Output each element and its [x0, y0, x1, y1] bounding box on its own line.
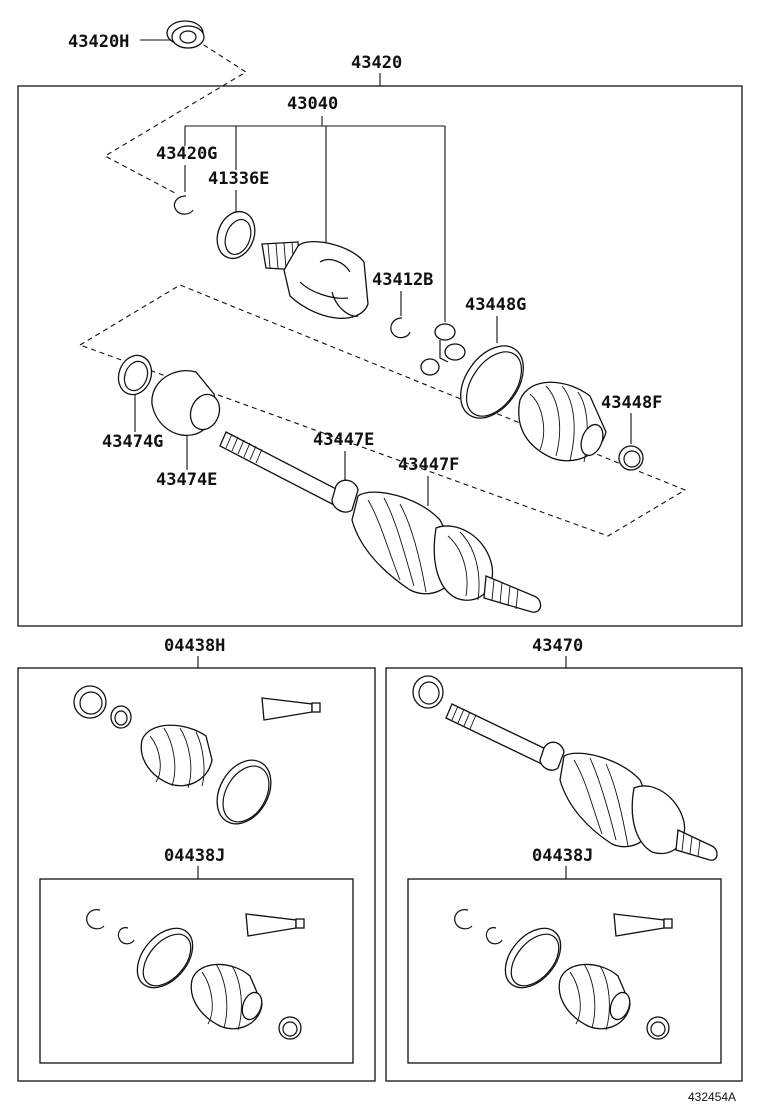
kit-j-right-snap-ring-1 [454, 909, 473, 930]
kit-j-right-clamp-small [646, 1016, 670, 1040]
label-04438h: 04438H [164, 636, 225, 656]
boot-kit-04438j-left-frame [39, 878, 354, 1064]
label-43474g: 43474G [102, 432, 163, 452]
label-43470: 43470 [532, 636, 583, 656]
outer-shaft-43470-frame [385, 667, 743, 1082]
label-43420g: 43420G [156, 144, 217, 164]
label-41336e: 41336E [208, 169, 269, 189]
seal-41336e [216, 210, 256, 260]
label-04438j-left: 04438J [164, 846, 225, 866]
clamp-43474g [117, 354, 153, 396]
kit-j-right-boot [558, 963, 631, 1031]
outer-shaft-43470-clamp [412, 675, 444, 709]
boot-kit-04438j-right-frame [407, 878, 722, 1064]
kit-h-boot [140, 724, 213, 789]
boot-inner [518, 381, 607, 463]
label-43420h: 43420H [68, 32, 129, 52]
kit-j-left-boot [190, 963, 263, 1031]
tripod-joint [420, 323, 466, 376]
kit-j-left-grease-tube [245, 913, 305, 937]
reference-code: 432454A [688, 1090, 736, 1104]
snap-ring-43420g [173, 195, 194, 215]
label-43474e: 43474E [156, 470, 217, 490]
kit-h-clamp-small [110, 705, 132, 729]
label-43420: 43420 [351, 53, 402, 73]
inner-tulip-housing [261, 241, 369, 319]
boot-kit-04438h-frame [17, 667, 376, 1082]
label-43412b: 43412B [372, 270, 433, 290]
kit-j-left-snap-ring-1 [86, 909, 105, 930]
clamp-43448f [618, 445, 644, 471]
outer-shaft-43470 [445, 703, 718, 861]
kit-h-clamp-ring [216, 759, 272, 825]
kit-j-left-snap-ring-2 [117, 927, 135, 945]
label-43448f: 43448F [601, 393, 662, 413]
dashed-guides [79, 39, 687, 537]
label-43447f: 43447F [398, 455, 459, 475]
label-04438j-right: 04438J [532, 846, 593, 866]
clamp-43448g [460, 345, 524, 419]
boot-43474e [151, 370, 221, 436]
kit-j-right-snap-ring-2 [485, 927, 503, 945]
label-43448g: 43448G [465, 295, 526, 315]
dust-seal-43420h [166, 20, 205, 49]
kit-j-left-clamp-ring [136, 927, 194, 989]
kit-j-left-clamp-small [278, 1016, 302, 1040]
kit-j-right-clamp-ring [504, 927, 562, 989]
leader-lines [134, 39, 632, 879]
kit-h-clamp-large [73, 685, 107, 719]
snap-ring-43412b [390, 317, 411, 339]
drive-shaft-main [219, 431, 542, 613]
label-43040: 43040 [287, 94, 338, 114]
kit-j-right-grease-tube [613, 913, 673, 937]
kit-h-grease-tube [261, 697, 321, 721]
